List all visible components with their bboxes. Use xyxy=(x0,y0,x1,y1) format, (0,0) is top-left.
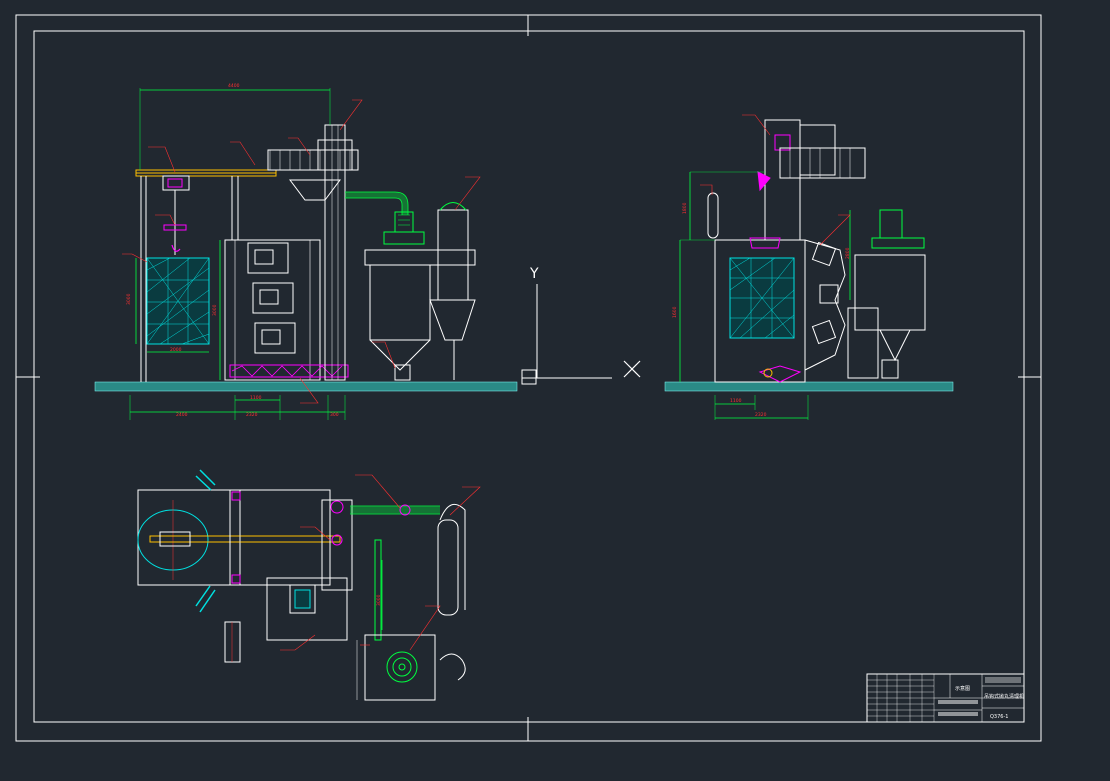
plan-rack-area xyxy=(137,489,241,586)
side-separator xyxy=(799,124,836,176)
bucket-elevator xyxy=(324,124,346,381)
dim-side-bottom-inner: 1100 xyxy=(730,398,742,404)
dim-side-cabinet-height: 2800 xyxy=(845,247,851,259)
dust-collector-top xyxy=(364,249,476,266)
title-block: 示意图 吊钩式抛丸清理机 Q376-1 xyxy=(866,673,1025,723)
filter-column xyxy=(437,209,469,301)
title-block-drawing-no: Q376-1 xyxy=(990,714,1008,720)
plan-duct-elbow xyxy=(439,503,466,610)
shot-separator xyxy=(289,179,341,201)
dim-bottom-small: 300 xyxy=(330,412,339,418)
dim-side-height-upper: 1800 xyxy=(682,202,688,214)
dim-overall-width: 4400 xyxy=(228,83,240,89)
screw-conveyor xyxy=(229,364,349,378)
dim-bottom-left: 2400 xyxy=(176,412,188,418)
front-view: 4400 3000 2000 3000 2400 1100 2320 300 xyxy=(94,83,518,420)
plan-outlet xyxy=(224,621,241,663)
side-hoist-hook xyxy=(757,171,771,192)
dim-bottom-mid: 1100 xyxy=(250,395,262,401)
blast-chamber xyxy=(224,239,321,381)
side-fan-motor xyxy=(879,209,903,239)
blast-wheel-mid xyxy=(252,282,294,314)
plan-separator xyxy=(266,577,348,641)
side-view: 1800 1600 2800 1100 2320 xyxy=(664,114,954,420)
dust-collector-body xyxy=(369,264,431,341)
maintenance-platform xyxy=(267,149,359,171)
title-block-drawing-title: 吊钩式抛丸清理机 xyxy=(984,693,1024,700)
dim-side-height-lower: 1600 xyxy=(672,306,678,318)
blast-wheel-bottom xyxy=(254,322,296,354)
side-dust-collector xyxy=(854,254,926,331)
plan-door-top xyxy=(195,469,216,491)
plan-view: 3000 xyxy=(137,469,481,701)
plan-rail xyxy=(149,535,341,543)
dim-rack-height: 3000 xyxy=(126,293,132,305)
plan-door-bottom xyxy=(195,585,216,613)
title-block-designer: 示意图 xyxy=(955,685,970,692)
dim-bottom-right: 2320 xyxy=(246,412,258,418)
ucs-y-axis-icon: Y xyxy=(521,266,612,385)
dim-side-bottom-outer: 2320 xyxy=(755,412,767,418)
plan-duct-vertical xyxy=(437,519,459,616)
crosshair-x-icon xyxy=(623,360,641,378)
dim-rack-width: 2000 xyxy=(170,347,182,353)
side-blast-housing xyxy=(804,239,846,371)
dust-duct xyxy=(345,192,408,215)
plan-dust-pipe xyxy=(374,539,382,641)
side-ground-slab xyxy=(664,381,954,392)
side-platform xyxy=(779,147,866,179)
dim-chamber-height: 3000 xyxy=(212,304,218,316)
plan-dust-collector xyxy=(364,634,436,701)
plan-hoist xyxy=(159,531,191,547)
cyclone-cone xyxy=(429,299,476,341)
electric-hoist xyxy=(162,175,190,191)
hook xyxy=(171,244,181,252)
y-axis-label: Y xyxy=(529,266,539,282)
side-chamber xyxy=(714,239,806,383)
inner-sheet-border xyxy=(33,30,1025,723)
plan-chamber xyxy=(229,489,331,586)
plan-fan xyxy=(386,651,418,683)
side-screw-outlet xyxy=(758,365,802,383)
blast-wheel-top xyxy=(247,242,289,274)
plan-elevator xyxy=(321,499,353,591)
side-ladder xyxy=(707,192,719,239)
dim-plan-duct-length: 3000 xyxy=(376,594,382,606)
side-elevator xyxy=(764,119,801,241)
